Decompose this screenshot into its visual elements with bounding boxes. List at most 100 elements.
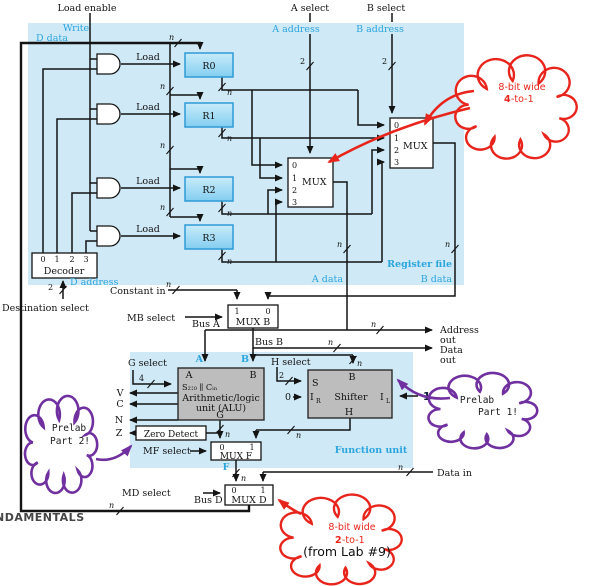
a-data-label: A data bbox=[311, 274, 343, 285]
wire-decoder1 bbox=[56, 118, 97, 253]
destination-select-label: Destination select bbox=[2, 303, 89, 314]
tick-label: n bbox=[296, 431, 301, 440]
decoder-out3: 3 bbox=[83, 255, 88, 264]
data-out-label-1: Data bbox=[440, 345, 463, 356]
tick-label: 2 bbox=[382, 57, 387, 66]
decoder-out2: 2 bbox=[69, 255, 74, 264]
bus-a-letter: A bbox=[195, 354, 204, 365]
b-address-label: B address bbox=[356, 24, 404, 35]
register-r1-label: R1 bbox=[202, 111, 215, 122]
decoder-out1: 1 bbox=[54, 255, 59, 264]
wire-ddata-r2 bbox=[170, 169, 200, 173]
wire-r1-out-b1 bbox=[221, 127, 385, 142]
tick-label: 2 bbox=[48, 283, 53, 292]
mux-b-labels: 0 1 2 3 MUX bbox=[394, 121, 428, 167]
wire-h-select bbox=[276, 367, 302, 385]
wire-decoder3 bbox=[85, 240, 97, 253]
bus-d-label: Bus D bbox=[194, 495, 223, 506]
cloud-prelab2 bbox=[25, 396, 97, 493]
tick-label: 2 bbox=[279, 371, 284, 380]
cloud-4to1-line1: 8-bit wide bbox=[498, 82, 545, 93]
mux-a-labels: 0 1 2 3 MUX bbox=[292, 161, 327, 207]
muxb-title: MUX B bbox=[236, 317, 271, 328]
wire-data-in bbox=[263, 471, 433, 481]
tick-label: n bbox=[227, 257, 232, 266]
decoder-box bbox=[31, 252, 98, 279]
decoder-title: Decoder bbox=[44, 266, 85, 277]
mux-b-select-box bbox=[227, 304, 279, 329]
bus-b-letter: B bbox=[241, 354, 249, 365]
and-gate-r0 bbox=[96, 53, 121, 75]
shifter-il-i: I bbox=[380, 392, 384, 403]
b-select-label: B select bbox=[367, 3, 405, 14]
alu-name-2: unit (ALU) bbox=[196, 403, 246, 414]
wire-r0-a0 bbox=[251, 90, 283, 169]
load-label-3: Load bbox=[136, 224, 160, 235]
tick-label: n bbox=[241, 474, 246, 483]
bus-width-ticks: n n n n n n n n 2 2 n n 2 n n n n 4 2 n … bbox=[48, 33, 459, 516]
wire-ddata-r1 bbox=[170, 95, 200, 99]
cloud-2to1-rest: -to-1 bbox=[342, 535, 365, 546]
shifter-title: Shifter bbox=[334, 392, 368, 403]
address-out-label-1: Address bbox=[439, 325, 479, 336]
load-label-1: Load bbox=[136, 102, 160, 113]
mux-a-in1: 1 bbox=[292, 174, 297, 183]
wire-r3-out bbox=[221, 249, 382, 263]
register-r0-label: R0 bbox=[202, 61, 215, 72]
alu-mode-label: S₂:₀ ∥ Cᵢₙ bbox=[182, 382, 218, 392]
cloud-4to1 bbox=[455, 55, 576, 158]
wire-decoder2 bbox=[71, 192, 97, 253]
shifter-ir-i: I bbox=[310, 392, 314, 403]
alu-name-1: Arithmetic/logic bbox=[181, 393, 260, 404]
mux-a-in2: 2 bbox=[292, 186, 297, 195]
muxf-title: MUX F bbox=[220, 452, 252, 462]
cloud-4to1-bold: 4 bbox=[504, 94, 511, 105]
cloud-4to1-rest: -to-1 bbox=[511, 94, 534, 105]
b-data-label: B data bbox=[421, 274, 453, 285]
zero-detect-label: Zero Detect bbox=[144, 430, 199, 440]
load-enable-label: Load enable bbox=[58, 3, 117, 14]
wire-a-data bbox=[333, 181, 348, 330]
register-r0 bbox=[184, 52, 234, 78]
cloud-prelab2-line2: Part 2! bbox=[50, 436, 90, 447]
cloud-prelab1-line1: Prelab bbox=[460, 395, 495, 406]
registers: R0 R1 R2 R3 bbox=[184, 52, 234, 250]
wire-r3-a3 bbox=[275, 198, 283, 262]
alu-labels: A B S₂:₀ ∥ Cᵢₙ Arithmetic/logic unit (AL… bbox=[181, 370, 260, 421]
wire-constant-in bbox=[168, 289, 237, 299]
g-select-label: G select bbox=[128, 358, 167, 369]
muxb-in0: 0 bbox=[265, 307, 270, 316]
wires bbox=[19, 13, 456, 513]
shifter-il-sub: L bbox=[386, 398, 391, 405]
tick-label: n bbox=[445, 240, 450, 249]
mux-a-in3: 3 bbox=[292, 198, 297, 207]
write-label: Write bbox=[63, 23, 90, 34]
bus-b-label: Bus B bbox=[255, 337, 283, 348]
d-data-label: D data bbox=[36, 33, 68, 44]
mux-f-box bbox=[210, 441, 262, 461]
tick-label: n bbox=[398, 463, 403, 472]
muxb-labels: 1 0 MUX B bbox=[234, 307, 270, 328]
wire-r0-b0 bbox=[357, 90, 385, 129]
wire-bus-d-wrap bbox=[19, 41, 251, 513]
arrow-prelab1-to-shifter bbox=[396, 378, 451, 400]
mux-a-title: MUX bbox=[302, 177, 327, 188]
mux-a-in0: 0 bbox=[292, 161, 297, 170]
muxd-in0: 0 bbox=[231, 486, 236, 495]
alu-b-in: B bbox=[250, 370, 257, 381]
bus-f-letter: F bbox=[223, 462, 230, 473]
tick-label: n bbox=[337, 240, 342, 249]
shifter-box bbox=[307, 369, 393, 419]
wire-r1-a1 bbox=[259, 138, 283, 182]
wire-g-select bbox=[132, 370, 172, 388]
register-r1 bbox=[184, 102, 234, 128]
function-unit-label: Function unit bbox=[335, 445, 408, 456]
mb-select-label: MB select bbox=[127, 313, 175, 324]
decoder-out0: 0 bbox=[40, 255, 45, 264]
mux-a-box bbox=[287, 157, 334, 208]
mux-b-in2: 2 bbox=[394, 146, 399, 155]
decoder-labels: 0 1 2 3 Decoder bbox=[40, 255, 88, 277]
constant-in-label: Constant in bbox=[110, 286, 166, 297]
